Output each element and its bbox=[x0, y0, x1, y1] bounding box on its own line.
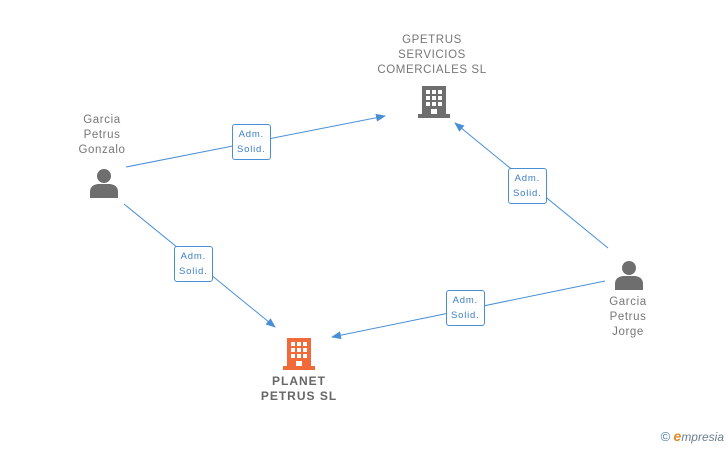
label-line: PETRUS SL bbox=[260, 389, 338, 403]
edge-badge-jorge-planet[interactable]: Adm. Solid. bbox=[446, 290, 485, 326]
person-icon[interactable] bbox=[614, 260, 644, 290]
badge-line: Solid. bbox=[451, 310, 480, 321]
edge-badge-gonzalo-gpetrus[interactable]: Adm. Solid. bbox=[232, 124, 271, 160]
label-line: Petrus bbox=[83, 129, 121, 141]
badge-line: Solid. bbox=[513, 188, 542, 199]
label-line: PLANET bbox=[272, 374, 326, 388]
person-icon[interactable] bbox=[89, 168, 119, 198]
empresia-watermark: © empresia bbox=[661, 428, 724, 444]
person-label-jorge[interactable]: Garcia Petrus Jorge bbox=[590, 295, 666, 340]
badge-line: Adm. bbox=[180, 251, 206, 262]
label-line: Gonzalo bbox=[78, 144, 126, 156]
label-line: Jorge bbox=[612, 326, 644, 338]
label-line: SERVICIOS bbox=[398, 49, 466, 61]
brand-name: mpresia bbox=[681, 430, 724, 444]
badge-line: Solid. bbox=[237, 144, 266, 155]
badge-line: Adm. bbox=[238, 129, 264, 140]
building-icon[interactable] bbox=[283, 336, 315, 370]
badge-line: Adm. bbox=[514, 173, 540, 184]
company-label-planet[interactable]: PLANET PETRUS SL bbox=[244, 374, 354, 404]
label-line: GPETRUS bbox=[402, 34, 462, 46]
person-label-gonzalo[interactable]: Garcia Petrus Gonzalo bbox=[64, 113, 140, 158]
building-icon[interactable] bbox=[418, 84, 450, 118]
label-line: Garcia bbox=[83, 114, 121, 126]
edge-badge-gonzalo-planet[interactable]: Adm. Solid. bbox=[174, 246, 213, 282]
label-line: Petrus bbox=[609, 311, 647, 323]
badge-line: Solid. bbox=[179, 266, 208, 277]
company-label-gpetrus[interactable]: GPETRUS SERVICIOS COMERCIALES SL bbox=[373, 33, 491, 78]
label-line: COMERCIALES SL bbox=[377, 64, 487, 76]
brand-initial: e bbox=[673, 428, 682, 444]
edge-badge-jorge-gpetrus[interactable]: Adm. Solid. bbox=[508, 168, 547, 204]
copyright-symbol: © bbox=[660, 429, 671, 444]
label-line: Garcia bbox=[609, 296, 647, 308]
badge-line: Adm. bbox=[452, 295, 478, 306]
